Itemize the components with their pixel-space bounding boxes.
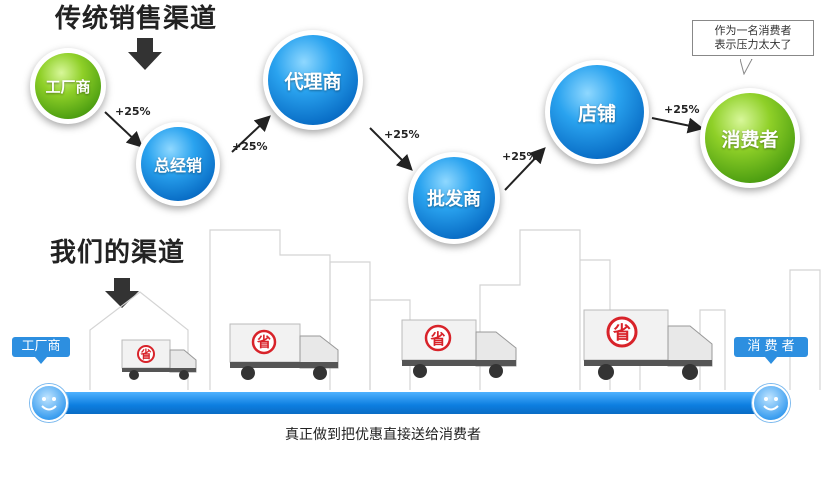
flow-arrows <box>104 111 704 191</box>
markup-label: +25% <box>502 150 538 163</box>
speech-bubble: 作为一名消费者 表示压力太大了 <box>692 20 814 56</box>
node-label: 消费者 <box>705 93 795 183</box>
node-store: 店铺 <box>545 60 649 164</box>
node-label: 总经销 <box>141 127 215 201</box>
start-tag-factory: 工厂商 <box>12 337 70 364</box>
node-label: 代理商 <box>268 35 358 125</box>
truck-badge: 省 <box>140 347 152 361</box>
direct-channel-bar <box>40 392 770 414</box>
node-label: 批发商 <box>413 157 495 239</box>
end-tag-consumer: 消 费 者 <box>734 337 808 364</box>
node-wholesaler: 批发商 <box>408 152 500 244</box>
node-consumer: 消费者 <box>700 88 800 188</box>
channel-caption: 真正做到把优惠直接送给消费者 <box>285 427 481 443</box>
markup-label: +25% <box>232 140 268 153</box>
down-arrow-icon <box>105 278 139 308</box>
node-agent: 代理商 <box>263 30 363 130</box>
node-general-distributor: 总经销 <box>136 122 220 206</box>
markup-label: +25% <box>664 103 700 116</box>
down-arrow-icon <box>128 38 162 70</box>
markup-label: +25% <box>115 105 151 118</box>
truck-badge: 省 <box>429 330 445 348</box>
delivery-truck: 省 <box>229 323 339 380</box>
our-channel-heading: 我们的渠道 <box>50 238 186 268</box>
node-label: 工厂商 <box>35 53 101 119</box>
traditional-heading: 传统销售渠道 <box>55 4 218 34</box>
speech-line: 作为一名消费者 <box>714 24 792 37</box>
truck-badge: 省 <box>612 322 631 344</box>
node-factory: 工厂商 <box>30 48 106 124</box>
markup-label: +25% <box>384 128 420 141</box>
delivery-truck: 省 <box>121 339 197 380</box>
smiley-icon <box>30 384 68 422</box>
node-label: 店铺 <box>550 65 644 159</box>
delivery-truck: 省 <box>401 319 517 378</box>
speech-bubble-tail <box>740 59 753 75</box>
truck-badge: 省 <box>256 334 271 351</box>
delivery-truck: 省 <box>583 309 713 380</box>
speech-line: 表示压力太大了 <box>714 38 792 51</box>
smiley-icon <box>752 384 790 422</box>
